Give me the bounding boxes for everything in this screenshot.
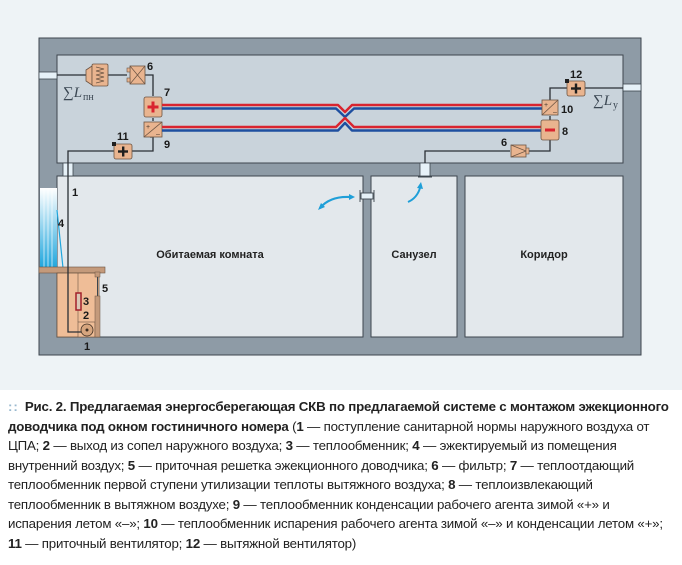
svg-text:∑L: ∑L: [593, 93, 612, 109]
refrigerant-lines: [162, 103, 542, 132]
caption-item-text: — теплообменник;: [292, 438, 413, 453]
caption-item-number: 4: [412, 438, 420, 453]
caption-item-text: — теплоизвлекающий теплообменник в вытяж…: [8, 477, 593, 512]
sum-supply-label: ∑L пн: [63, 85, 94, 103]
caption-item-text: — приточная решетка эжекционного доводчи…: [134, 457, 432, 473]
supply-fan-11: [112, 142, 133, 160]
caption-item-number: 12: [185, 535, 201, 551]
caption-fig-label: Рис. 2.: [24, 399, 67, 414]
marker-2: 2: [83, 310, 89, 322]
heat-exchanger-3: [75, 292, 82, 311]
ejected-air-stream: [56, 209, 64, 269]
room-corridor: [464, 175, 624, 338]
window-glass-lines: [43, 188, 53, 268]
marker-1-bottom: 1: [84, 341, 90, 353]
caption-item-text: — поступление санитарной нормы наружного…: [8, 418, 650, 454]
filter-icon-right: [510, 144, 530, 158]
figure-caption: ::Рис. 2. Предлагаемая энергосберегающая…: [8, 397, 676, 553]
exhaust-air-outlet: [622, 83, 642, 92]
svg-text:–: –: [553, 109, 557, 116]
heat-exchanger-10: + –: [541, 99, 559, 116]
marker-3: 3: [83, 296, 89, 308]
caption-item-text: — фильтр;: [438, 457, 510, 473]
caption-item-text: — выход из сопел наружного воздуха;: [49, 438, 286, 453]
room-living: [56, 175, 364, 338]
marker-1-top: 1: [72, 187, 78, 199]
caption-bullet-icon: ::: [8, 399, 19, 414]
room-bathroom: [370, 175, 458, 338]
heat-exchanger-7: [143, 96, 163, 118]
caption-item-text: — вытяжной вентилятор): [200, 535, 357, 551]
caption-item-number: 5: [127, 457, 135, 473]
outdoor-air-inlet: [38, 71, 58, 80]
supply-grille-5: [94, 271, 101, 278]
filter-icon-left: [126, 65, 146, 85]
sum-exhaust-label: ∑L у: [593, 93, 618, 111]
heat-exchanger-9: + –: [143, 121, 163, 138]
caption-item-number: 2: [42, 438, 50, 453]
caption-item-text: — теплообменник испарения рабочего агент…: [157, 516, 663, 531]
caption-item-text: — эжектируемый из помещения внутренний в…: [8, 438, 617, 473]
caption-item-text: — приточный вентилятор;: [21, 535, 186, 551]
caption-item-number: 1: [296, 418, 304, 434]
diagram-canvas: + – + –: [38, 37, 642, 356]
marker-4: 4: [58, 218, 65, 230]
caption-legend-items: 1 — поступление санитарной нормы наружно…: [8, 419, 663, 551]
caption-item-number: 7: [509, 457, 518, 473]
marker-10: 10: [561, 104, 573, 116]
svg-text:∑L: ∑L: [63, 85, 82, 101]
hvac-diagram: + – + –: [0, 0, 682, 390]
marker-7: 7: [164, 87, 170, 99]
caption-title: Предлагаемая энергосберегающая СКВ по пр…: [8, 399, 669, 434]
caption-item-text: — теплообменник конденсации рабочего аге…: [8, 496, 610, 532]
caption-item-number: 11: [8, 535, 22, 551]
marker-9: 9: [164, 139, 170, 151]
marker-12: 12: [570, 69, 582, 81]
airflow-arrow-bathroom: [407, 182, 423, 203]
exhaust-duct: [424, 87, 623, 163]
svg-text:–: –: [156, 131, 160, 138]
marker-6-right: 6: [501, 137, 507, 149]
exhaust-fan-12: [565, 79, 586, 97]
heat-exchanger-8: [540, 119, 560, 141]
marker-8: 8: [562, 126, 568, 138]
svg-text:+: +: [146, 124, 150, 131]
duct-sleeve-bathroom: [419, 162, 431, 177]
silencer-icon: [85, 63, 109, 87]
svg-text:пн: пн: [83, 92, 94, 103]
window: [40, 188, 57, 268]
marker-5: 5: [102, 283, 108, 295]
caption-paren: (: [288, 418, 297, 434]
caption-item-number: 10: [143, 516, 158, 531]
room-label-corridor: Коридор: [520, 249, 568, 261]
svg-text:+: +: [544, 102, 548, 109]
marker-11: 11: [117, 131, 129, 143]
caption-item-number: 9: [232, 496, 240, 512]
caption-item-number: 8: [448, 477, 456, 492]
caption-item-number: 3: [285, 438, 293, 453]
caption-item-number: 6: [431, 457, 439, 473]
room-label-bathroom: Санузел: [391, 249, 436, 261]
room-label-living: Обитаемая комната: [156, 249, 264, 261]
marker-6-left: 6: [147, 61, 153, 73]
transfer-grille: [359, 190, 375, 202]
caption-item-text: — теплоотдающий теплообменник первой сту…: [8, 457, 635, 493]
airflow-arrow-living: [318, 194, 355, 210]
svg-text:у: у: [613, 100, 618, 111]
intake-duct: [57, 74, 154, 152]
